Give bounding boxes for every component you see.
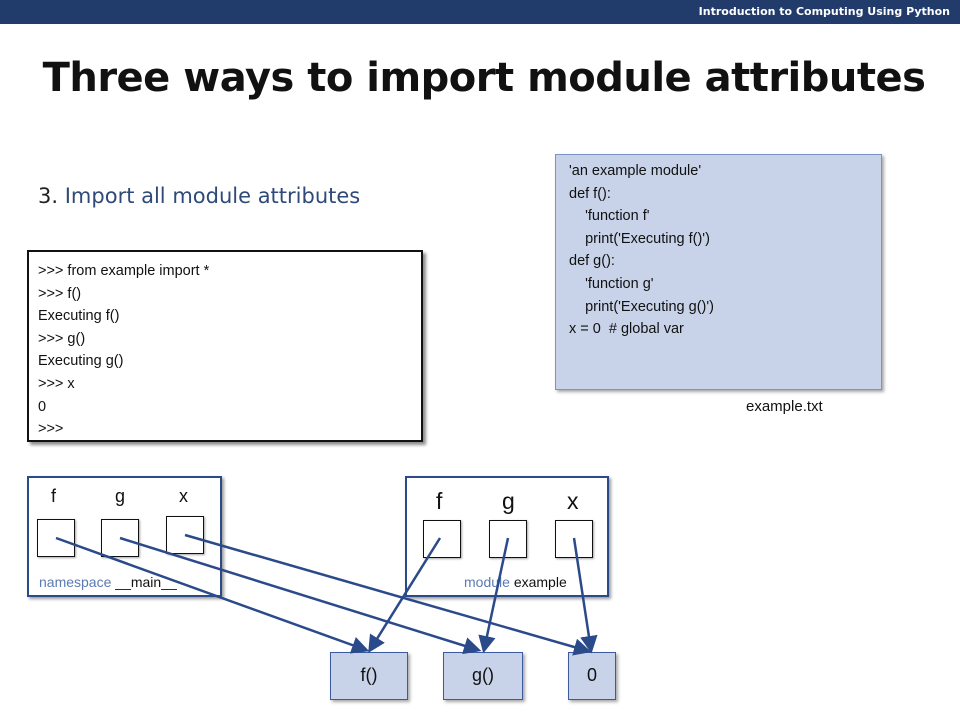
arrow-module-g	[478, 537, 510, 654]
shell-line: >>>	[38, 421, 64, 438]
function-object-f: f()	[330, 652, 408, 700]
name-cell-x	[166, 516, 204, 554]
name-label-x: x	[179, 486, 188, 506]
python-shell-box: >>> from example import * >>> f() Execut…	[27, 250, 423, 442]
namespace-caption-kind: namespace	[39, 574, 112, 590]
arrow-main-g	[119, 536, 482, 655]
module-code-line: x = 0 # global var	[569, 321, 684, 338]
namespace-module-box: f g x module example	[405, 476, 609, 597]
shell-line: >>> f()	[38, 285, 82, 302]
slide-title: Three ways to import module attributes	[42, 55, 926, 101]
name-label-x: x	[567, 488, 579, 514]
subtitle-text: Import all module attributes	[64, 184, 361, 208]
shell-line: Executing f()	[38, 308, 120, 325]
shell-line: >>> g()	[38, 330, 86, 347]
name-cell-f	[423, 520, 461, 558]
header-bar: Introduction to Computing Using Python	[0, 0, 960, 24]
arrow-module-x	[572, 537, 598, 654]
name-label-g: g	[115, 486, 126, 506]
subtitle-number: 3.	[38, 184, 59, 208]
course-title: Introduction to Computing Using Python	[698, 5, 950, 18]
arrow-module-f	[368, 537, 442, 653]
shell-line: >>> x	[38, 375, 75, 392]
namespace-caption: namespace __main__	[39, 574, 177, 590]
shell-line: Executing g()	[38, 353, 124, 370]
module-code-line: 'an example module'	[569, 163, 702, 179]
name-label-f: f	[51, 486, 57, 506]
arrow-main-f	[55, 536, 370, 654]
namespace-caption-name: example	[513, 574, 567, 590]
module-code-line: 'function f'	[569, 208, 650, 225]
module-code-line: def g():	[569, 253, 615, 270]
name-label-f: f	[436, 488, 443, 514]
module-code-line: 'function g'	[569, 275, 654, 292]
function-object-g: g()	[443, 652, 523, 700]
namespace-caption-name: __main__	[115, 574, 177, 590]
module-code-line: def f():	[569, 185, 611, 202]
arrow-main-x	[184, 533, 592, 656]
module-code-line: print('Executing g()')	[569, 298, 714, 315]
module-filename: example.txt	[746, 398, 823, 415]
name-label-g: g	[502, 488, 515, 514]
shell-line: >>> from example import *	[38, 263, 210, 279]
slide-subtitle: 3. Import all module attributes	[38, 184, 360, 208]
module-code-line: print('Executing f()')	[569, 230, 710, 247]
shell-line: 0	[38, 398, 47, 415]
module-code-box: 'an example module' def f(): 'function f…	[555, 154, 882, 390]
